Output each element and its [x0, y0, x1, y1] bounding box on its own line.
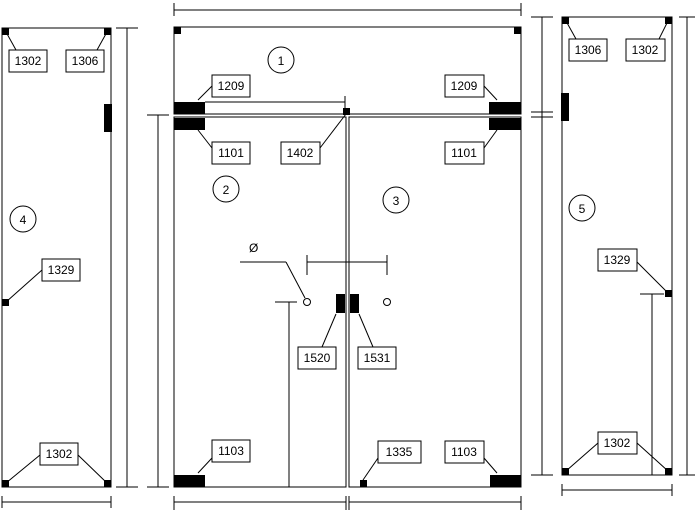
callout-1402-text: 1402 — [287, 146, 314, 160]
callout-1520 — [297, 346, 337, 370]
panel-number-1-text: 1 — [278, 54, 285, 68]
clamp-1302-bottom-left-r — [562, 468, 569, 475]
callout-1209-left — [211, 74, 251, 98]
callout-1306-top — [65, 49, 105, 73]
right-door — [348, 116, 522, 488]
left-door — [173, 116, 347, 488]
diameter-symbol: Ø — [249, 241, 258, 255]
callout-1329-right-text: 1329 — [604, 253, 631, 267]
callout-1335-text: 1335 — [386, 445, 413, 459]
panel-number-4 — [9, 205, 37, 233]
clamp-1329-right — [665, 290, 672, 297]
callout-1531-text: 1531 — [364, 351, 391, 365]
fitting-1103-left — [174, 475, 205, 487]
fitting-1101-left — [174, 118, 205, 130]
fitting-1101-right — [489, 118, 521, 130]
lock-1520 — [336, 294, 345, 313]
callout-1101-left-text: 1101 — [218, 146, 244, 160]
callout-1520-text: 1520 — [304, 351, 331, 365]
clamp-top-left — [174, 27, 181, 34]
callout-1101-right-text: 1101 — [451, 146, 477, 160]
panel-number-2 — [212, 175, 240, 203]
callout-1335 — [377, 440, 422, 464]
callout-1302-right-top — [625, 38, 666, 62]
callout-1302-right-top-text: 1302 — [632, 43, 659, 57]
callout-1101-left — [211, 141, 251, 165]
callout-1103-left-text: 1103 — [218, 444, 244, 458]
clamp-1306-top-left — [562, 17, 569, 24]
right-side-panel: 1306 1302 1329 1302 5 — [531, 16, 695, 496]
handle-hole-left — [303, 298, 311, 306]
callout-1103-left — [211, 439, 251, 463]
callout-1402 — [280, 141, 321, 165]
left-side-panel: 1302 1306 1329 1302 4 — [1, 27, 138, 508]
callout-1302-right-bottom — [597, 431, 638, 455]
callout-1302-top — [8, 49, 48, 73]
clamp-1302-top-left — [2, 28, 9, 35]
strike-1531 — [350, 294, 359, 313]
callout-1302-top-text: 1302 — [15, 54, 42, 68]
clamp-1302-bottom-right — [104, 480, 111, 487]
callout-1209-right — [444, 74, 485, 98]
clamp-1302-bottom-left — [2, 480, 9, 487]
panel-number-5 — [568, 194, 596, 222]
center-assembly: Ø 1209 1209 — [147, 3, 522, 510]
callout-1103-right-text: 1103 — [451, 445, 477, 459]
callout-1101-right — [444, 141, 485, 165]
callout-1329-left-text: 1329 — [48, 263, 75, 277]
callout-1306-right — [568, 38, 608, 62]
callout-1531 — [357, 346, 397, 370]
callout-1302-bottom-text: 1302 — [46, 447, 73, 461]
panel-number-4-text: 4 — [20, 213, 27, 227]
clamp-1329-left — [2, 299, 9, 306]
panel-number-3-text: 3 — [393, 194, 400, 208]
panel-number-2-text: 2 — [223, 183, 230, 197]
clamp-1302-top-right — [665, 17, 672, 24]
callout-1209-right-text: 1209 — [451, 79, 478, 93]
top-fixed-panel — [173, 26, 522, 115]
callout-1209-left-text: 1209 — [218, 79, 245, 93]
clamp-1302-bottom-right-r — [665, 468, 672, 475]
fitting-1209-left — [174, 102, 205, 114]
fitting-1209-right — [489, 102, 521, 114]
callout-1302-right-bottom-text: 1302 — [604, 436, 631, 450]
panel-number-1 — [267, 46, 295, 74]
callout-1302-bottom — [39, 442, 79, 466]
callout-1103-right — [444, 440, 485, 464]
fitting-1402 — [343, 108, 350, 115]
callout-1306-right-text: 1306 — [575, 43, 602, 57]
callout-1306-top-text: 1306 — [72, 54, 99, 68]
fitting-1103-right — [490, 475, 521, 487]
handle-hole-right — [383, 298, 391, 306]
clamp-top-right — [514, 27, 521, 34]
panel-number-5-text: 5 — [579, 202, 586, 216]
clamp-1306-top-right — [104, 28, 111, 35]
panel-number-3 — [382, 186, 410, 214]
wall-profile-block-right — [561, 93, 569, 121]
wall-profile-block — [104, 104, 112, 132]
callout-1329-left — [41, 258, 81, 282]
fitting-1335 — [360, 480, 367, 487]
callout-1329-right — [597, 248, 638, 272]
